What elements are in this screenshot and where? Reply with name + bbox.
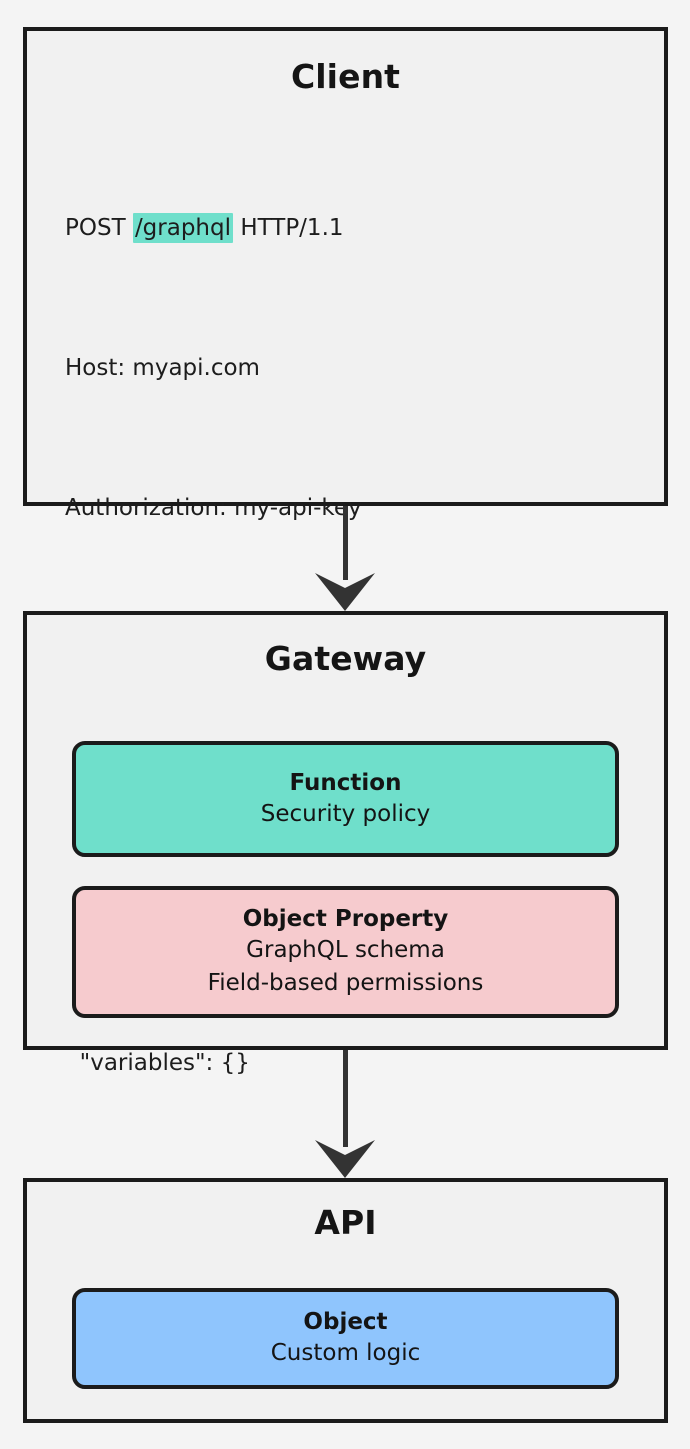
stage-client-title: Client: [290, 57, 401, 96]
arrow-head-icon: [315, 1140, 375, 1178]
stage-api-title: API: [314, 1203, 377, 1242]
arrow-gateway-to-api: [313, 1050, 377, 1178]
request-path-highlight: /graphql: [132, 213, 234, 243]
request-line-post: POST /graphql HTTP/1.1: [65, 211, 591, 246]
request-line-authorization: Authorization: my-api-key: [65, 495, 362, 521]
arrow-client-to-gateway: [313, 506, 377, 611]
card-object: Object Custom logic: [72, 1288, 619, 1389]
arrow-shaft: [342, 506, 348, 580]
request-variables-line: "variables": {}: [65, 1050, 250, 1076]
card-object-property-title: Object Property: [242, 906, 449, 932]
card-object-property: Object Property GraphQL schema Field-bas…: [72, 886, 619, 1018]
card-object-title: Object: [303, 1309, 388, 1335]
card-object-property-line-1: GraphQL schema: [246, 937, 445, 963]
request-line-host: Host: myapi.com: [65, 355, 260, 381]
request-protocol: HTTP/1.1: [233, 215, 344, 241]
card-function-line-1: Security policy: [260, 800, 431, 827]
card-function: Function Security policy: [72, 741, 619, 857]
card-function-title: Function: [289, 769, 402, 796]
arrow-shaft: [342, 1050, 348, 1147]
card-object-property-line-2: Field-based permissions: [207, 970, 484, 996]
arrow-head-icon: [315, 573, 375, 611]
request-method: POST: [65, 215, 133, 241]
stage-gateway-title: Gateway: [264, 639, 427, 678]
card-object-line-1: Custom logic: [270, 1340, 421, 1366]
stage-client: Client POST /graphql HTTP/1.1 Host: myap…: [23, 27, 668, 1216]
